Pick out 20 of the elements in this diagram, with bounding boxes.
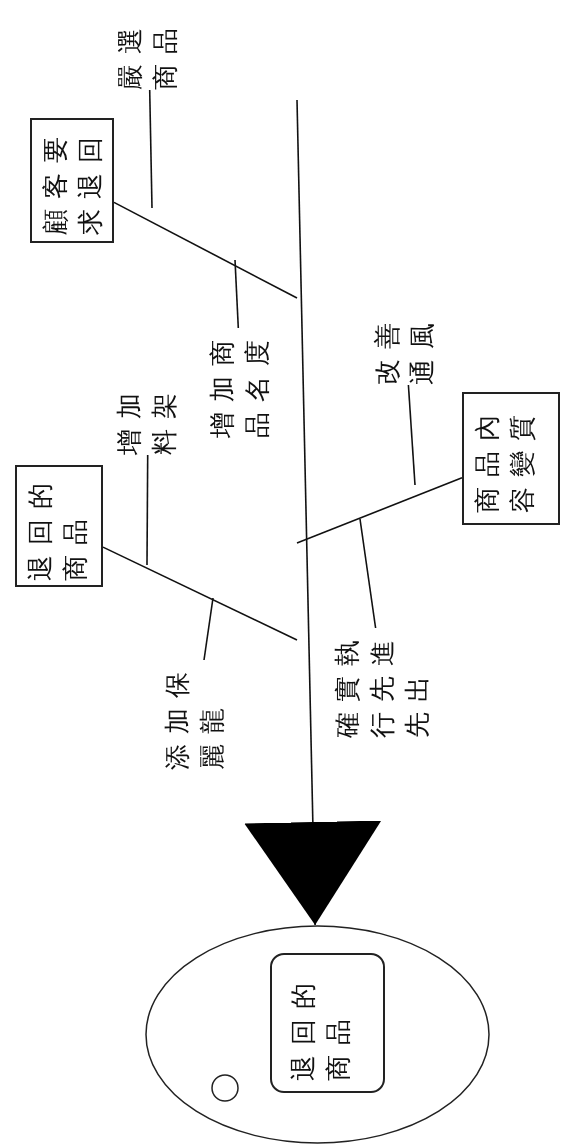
- bone-line: [148, 89, 153, 209]
- cause-label: 增加料架: [112, 382, 182, 455]
- category-box: 商品內容變質: [462, 392, 560, 525]
- cause-label: 添加保麗龍: [160, 661, 230, 770]
- bone-line: [407, 384, 416, 486]
- cause-label: 增加商品名度: [205, 329, 275, 438]
- bone-line: [203, 597, 214, 661]
- category-box: 顧客要求退回: [30, 118, 114, 243]
- bone-line: [113, 201, 298, 299]
- cause-label: 嚴選商品: [113, 17, 183, 90]
- problem-box: 退回的商品: [270, 953, 385, 1093]
- bone-line: [102, 546, 298, 641]
- bone-line: [146, 454, 149, 566]
- spine-arrow: [244, 99, 382, 926]
- bone-line: [296, 477, 463, 544]
- bone-line: [359, 518, 377, 629]
- cause-label: 改善通風: [370, 312, 440, 385]
- category-box: 退回的商品: [15, 465, 103, 587]
- bone-line: [234, 259, 240, 329]
- cause-label: 確實執行先進先出: [330, 629, 435, 738]
